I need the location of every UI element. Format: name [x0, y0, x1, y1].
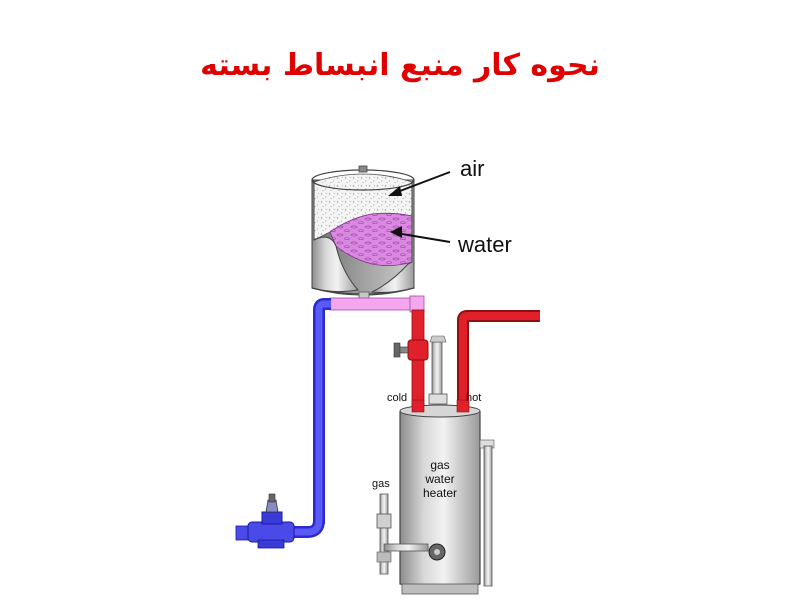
- hot-outlet-pipe: [457, 310, 540, 410]
- vent-pipe: [428, 335, 448, 405]
- pressure-reducing-valve: [247, 493, 295, 549]
- heater-label-line2: water: [424, 472, 454, 486]
- water-arrow: [390, 226, 451, 243]
- heater-label-line3: heater: [423, 486, 457, 500]
- heater-label-line1: gas: [430, 458, 449, 472]
- page-title: نحوه کار منبع انبساط بسته: [200, 48, 600, 83]
- cold-label: cold: [387, 392, 407, 404]
- hot-label: hot: [466, 392, 481, 404]
- gas-supply-line: [376, 493, 429, 575]
- expansion-pipe: [329, 295, 425, 313]
- gas-label: gas: [372, 478, 390, 490]
- gas-water-heater: [399, 399, 495, 595]
- expansion-tank: [311, 165, 415, 301]
- air-arrow: [388, 171, 451, 196]
- air-label: air: [460, 156, 484, 181]
- water-label: water: [457, 232, 512, 257]
- cold-supply-pipe: [235, 298, 331, 541]
- shutoff-valve: [393, 339, 429, 361]
